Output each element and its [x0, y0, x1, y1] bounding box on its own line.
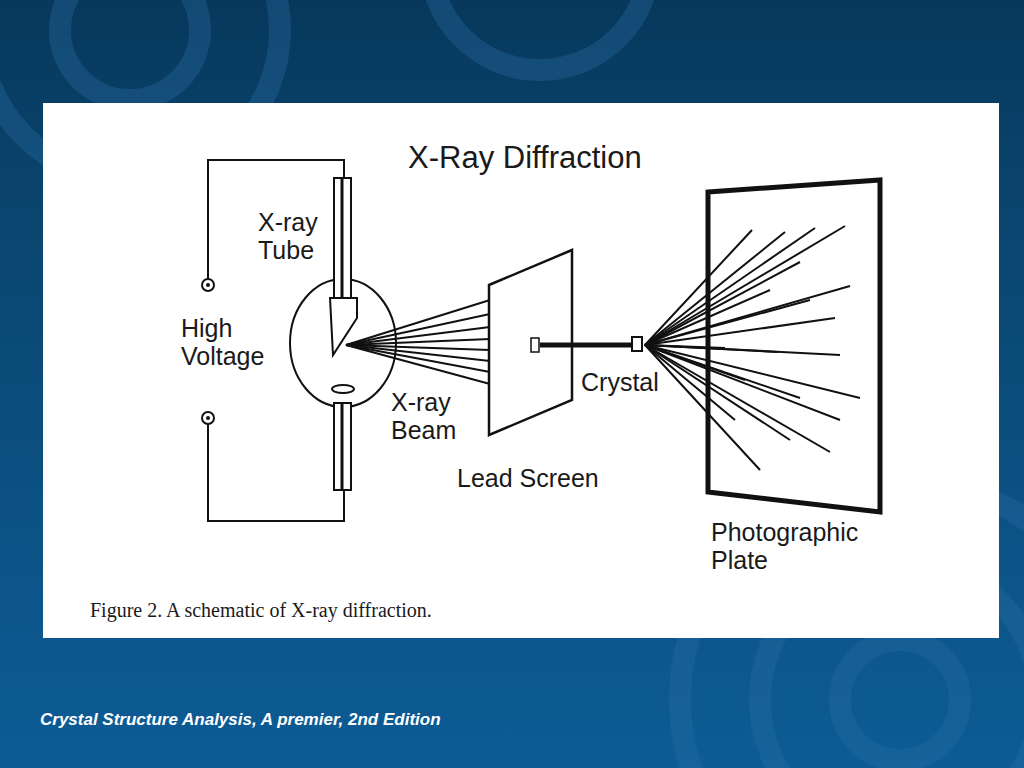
crystal-label: Crystal: [581, 368, 659, 396]
collimated-beam: [540, 343, 632, 348]
tube-label: X-ray Tube: [258, 208, 336, 264]
source-footer: Crystal Structure Analysis, A premier, 2…: [40, 710, 441, 729]
screen-label: Lead Screen: [457, 464, 599, 492]
x-ray-beam-lines: [346, 300, 490, 384]
photographic-plate: [708, 180, 880, 512]
figure-caption: Figure 2. A schematic of X-ray diffracti…: [90, 599, 432, 621]
white-panel: [43, 103, 999, 638]
voltage-label: High Voltage: [181, 314, 281, 370]
diffracted-rays: [645, 226, 860, 470]
plate-label: Photographic Plate: [711, 518, 891, 574]
beam-label: X-ray Beam: [391, 388, 471, 444]
diagram-title: X-Ray Diffraction: [408, 141, 642, 176]
crystal-sample: [632, 337, 642, 351]
